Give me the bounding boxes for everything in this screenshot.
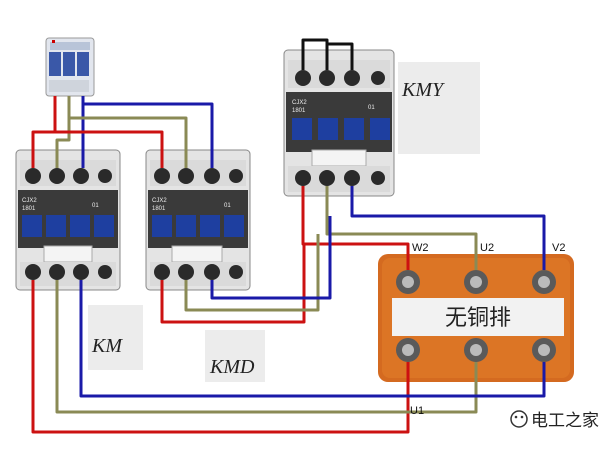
label-kmy: KMY <box>401 79 445 101</box>
kmy-blue-to-v2 <box>350 186 546 270</box>
kmy-olive-to-u2 <box>325 186 478 270</box>
contactor-km: CJX2 1801 01 <box>15 149 121 291</box>
terminal-label-v2: V2 <box>552 242 565 254</box>
kmy-label-panel <box>398 62 480 154</box>
watermark-text: 电工之家 <box>531 411 599 431</box>
contactor-kmy: CJX2 1801 01 <box>283 49 395 197</box>
terminal-label-u1: U1 <box>410 405 424 417</box>
label-kmd: KMD <box>209 356 255 378</box>
cover-text: 无铜排 <box>445 306 511 331</box>
terminal-label-u2: U2 <box>480 242 494 254</box>
blue-to-kmd-top <box>83 102 214 168</box>
watermark: 电工之家 <box>510 410 599 431</box>
km-code-text: 1801 <box>22 206 36 212</box>
kmy-red-to-w2 <box>301 186 410 270</box>
kmy-model-text: CJX2 <box>292 100 307 106</box>
terminal-label-w2: W2 <box>412 242 429 254</box>
no-copper-bar-cover <box>392 298 564 336</box>
km-blue-to-w1 <box>79 280 546 398</box>
wires <box>31 38 546 434</box>
km-model-text: CJX2 <box>22 198 37 204</box>
kmy-contact-text: 01 <box>368 105 375 111</box>
km-label-panel <box>88 305 143 370</box>
contactor-kmd: CJX2 1801 01 <box>145 149 251 291</box>
kmy-code-text: 1801 <box>292 108 306 114</box>
red-to-kmd-top <box>55 130 164 168</box>
km-contact-text: 01 <box>92 203 99 209</box>
kmd-red-wire <box>160 244 306 324</box>
label-km: KM <box>91 335 123 357</box>
breaker-red-to-km <box>31 96 57 168</box>
kmd-model-text: CJX2 <box>152 198 167 204</box>
motor-terminal-box: 无铜排 <box>378 254 574 382</box>
kmd-contact-text: 01 <box>224 203 231 209</box>
wechat-icon <box>510 410 528 428</box>
kmd-olive-wire <box>184 234 320 312</box>
kmy-jumper-wire-2 <box>325 42 354 70</box>
kmd-blue-wire <box>210 216 332 300</box>
kmd-code-text: 1801 <box>152 206 166 212</box>
olive-to-kmd-top <box>69 116 188 168</box>
km-olive-to-v1 <box>55 280 478 414</box>
circuit-breaker <box>45 37 95 97</box>
kmd-label-panel <box>205 330 265 382</box>
